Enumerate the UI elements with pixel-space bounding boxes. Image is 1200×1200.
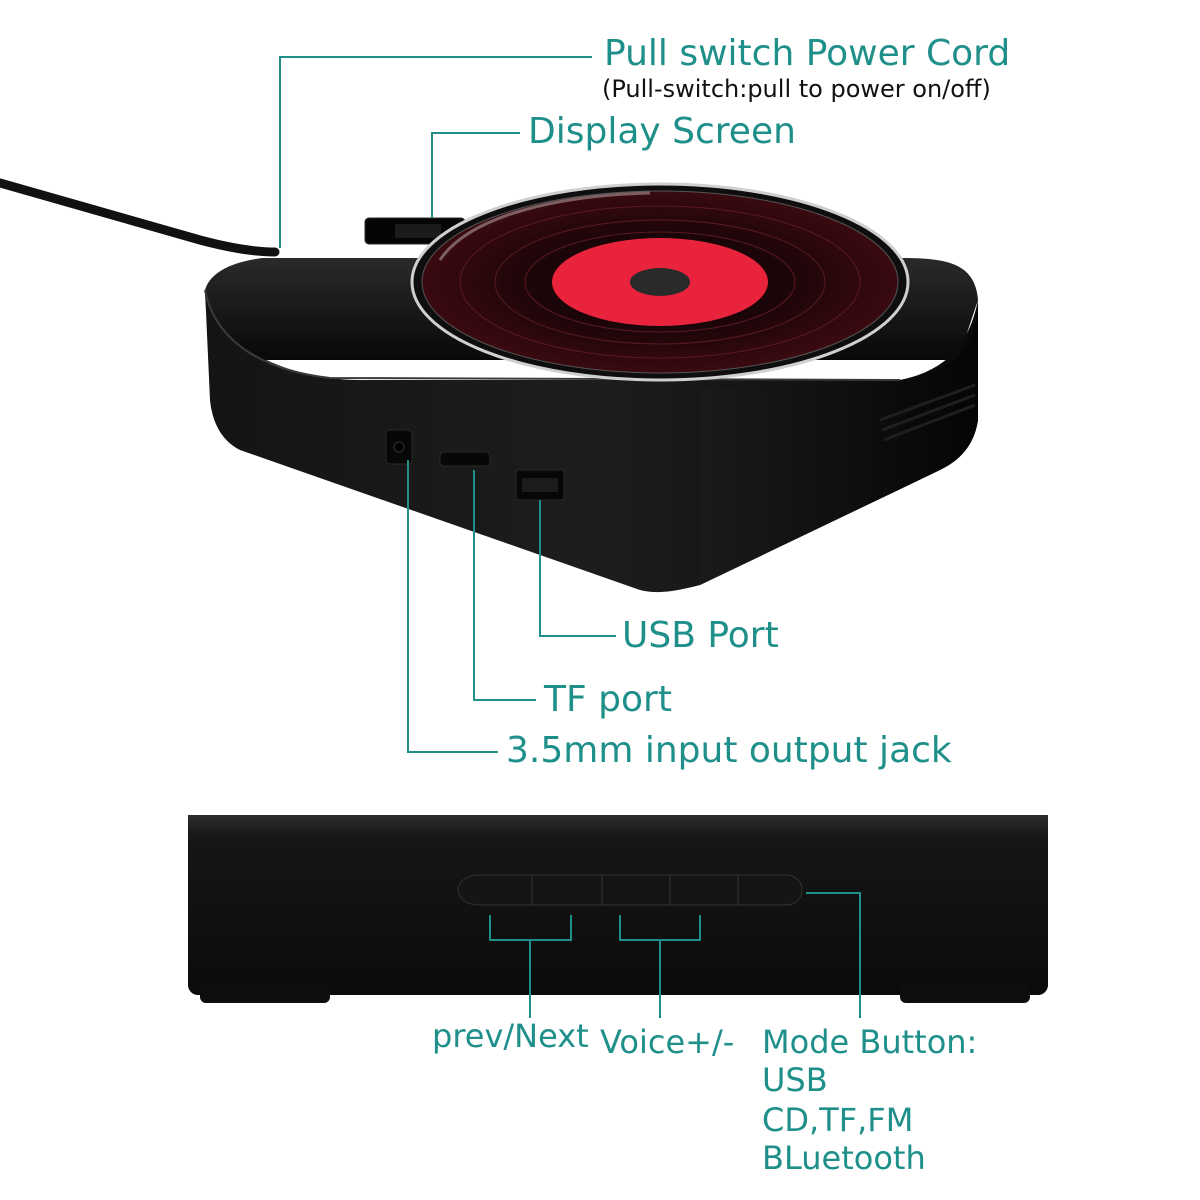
disc-groove [524,231,796,333]
label-display-screen: Display Screen [528,111,796,152]
disc-groove [494,219,826,345]
tf-card-slot [439,451,491,467]
callout-line-tf [473,470,536,701]
next-button[interactable] [531,874,603,906]
callout-lines-top [279,56,616,753]
callout-line-mode [806,892,861,1018]
label-mode-cd-tf-fm: CD,TF,FM [762,1101,914,1139]
usb-port-inner [522,478,558,492]
label-tf-port: TF port [544,679,672,720]
label-mode-bluetooth: BLuetooth [762,1139,926,1177]
power-cable [0,178,280,257]
device-foot-right [900,985,1030,1003]
button-strip [457,874,803,906]
callout-line-usb [539,500,616,637]
callout-lines-bottom [489,892,861,1018]
label-power-cord-note: (Pull-switch:pull to power on/off) [602,75,991,103]
label-mode-usb: USB [762,1061,828,1099]
callout-line-jack [407,460,498,753]
callout-line-display [431,132,520,218]
mode-button[interactable] [737,874,803,906]
label-prev-next: prev/Next [432,1017,589,1055]
device-foot-left [200,985,330,1003]
label-usb-port: USB Port [622,615,779,656]
label-power-cord: Pull switch Power Cord [604,33,1011,74]
disc-center-hub [630,268,690,296]
volume-down-button[interactable] [601,874,671,906]
display-screen-digits [395,224,441,238]
label-audio-jack: 3.5mm input output jack [506,730,952,771]
device-right-side [700,300,978,585]
disc-glare [438,191,651,261]
speaker-grille [879,383,976,442]
device-bevel [204,289,901,381]
callout-line-power-cord [279,56,592,248]
label-mode-button: Mode Button: [762,1023,978,1061]
label-voice: Voice+/- [600,1023,735,1061]
audio-jack-hole [393,441,405,453]
volume-up-button[interactable] [669,874,739,906]
disc-groove [459,205,861,359]
prev-button[interactable] [457,874,533,906]
